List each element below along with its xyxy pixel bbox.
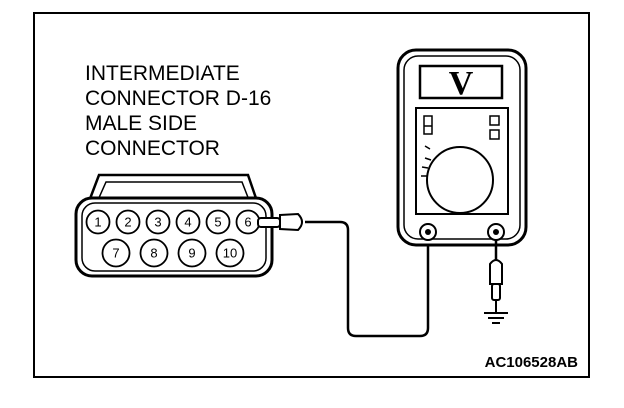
pin-row-bottom: 7 8 9 10 <box>101 238 245 268</box>
connector-pin-label-5: 5 <box>214 215 221 230</box>
connector-pin-10 <box>215 238 245 268</box>
meter-dial-panel <box>415 107 509 215</box>
meter-display-letter: V <box>449 65 474 102</box>
connector-pin-label-8: 8 <box>150 246 157 261</box>
connector-pin-9 <box>177 238 207 268</box>
probe-handle <box>279 212 303 232</box>
connector-housing-inner <box>81 202 267 272</box>
connector-pin-4 <box>175 209 201 235</box>
connector-pin-2 <box>115 209 141 235</box>
test-lead-wire <box>305 220 430 338</box>
meter-terminal-v-hole <box>493 229 499 235</box>
meter-body-inner <box>403 55 521 240</box>
meter-indicator-right-top <box>489 115 500 126</box>
figure-code: AC106528AB <box>485 354 579 371</box>
figure-frame <box>33 12 590 378</box>
connector-label: INTERMEDIATE CONNECTOR D-16 MALE SIDE CO… <box>85 62 271 160</box>
pin-row-top: 1 2 3 4 5 6 <box>85 209 261 235</box>
connector-pin-3 <box>145 209 171 235</box>
ground-probe-handle <box>489 259 503 285</box>
connector-pin-label-3: 3 <box>154 215 161 230</box>
connector-pin-7 <box>101 238 131 268</box>
connector-pin-label-10: 10 <box>223 246 237 261</box>
meter-display <box>418 64 504 100</box>
connector-pin-5 <box>205 209 231 235</box>
meter-rotary-switch <box>426 146 494 214</box>
connector-pin-label-1: 1 <box>94 215 101 230</box>
probe-tip <box>257 217 281 228</box>
connector-pin-1 <box>85 209 111 235</box>
meter-indicator-left <box>423 115 433 135</box>
connector-label-line-1: INTERMEDIATE <box>85 62 240 85</box>
ground-lead <box>484 240 508 324</box>
connector-pin-label-4: 4 <box>184 215 191 230</box>
connector-label-line-3: MALE SIDE <box>85 112 197 135</box>
test-probe-positive <box>257 212 303 232</box>
connector-housing <box>74 196 274 278</box>
meter-terminal-com-hole <box>425 229 431 235</box>
connector-pin-label-7: 7 <box>112 246 119 261</box>
meter-rotary-scale <box>421 145 432 177</box>
connector-label-line-4: CONNECTOR <box>85 137 220 160</box>
connector-pin-label-2: 2 <box>124 215 131 230</box>
meter-indicator-right-bottom <box>489 129 500 140</box>
connector-pin-label-9: 9 <box>188 246 195 261</box>
voltmeter: V <box>396 48 528 247</box>
ground-probe-tip <box>491 283 501 301</box>
intermediate-connector: 1 2 3 4 5 6 7 8 9 10 <box>74 173 274 278</box>
connector-pin-label-6: 6 <box>244 215 251 230</box>
connector-pin-8 <box>139 238 169 268</box>
connector-label-line-2: CONNECTOR D-16 <box>85 87 271 110</box>
